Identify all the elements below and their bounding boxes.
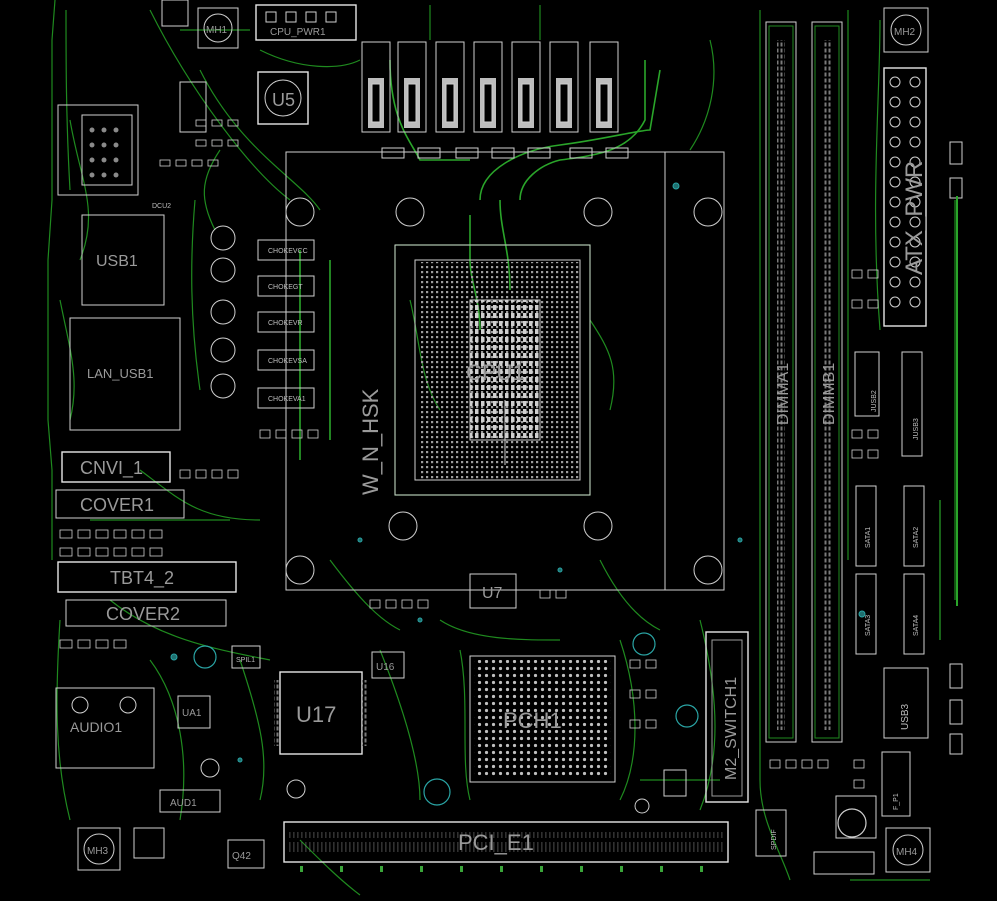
audio1-label: AUDIO1: [70, 719, 122, 735]
mh1-label: MH1: [206, 25, 228, 36]
u16-label: U16: [376, 662, 395, 673]
lan-usb1-connector: LAN_USB1: [69, 317, 181, 431]
cnvi-1-label: CNVI_1: [80, 458, 143, 479]
dimmb1-label: DIMMB1: [821, 363, 838, 425]
tbt4-2-connector: TBT4_2: [57, 561, 237, 593]
chokegt-label: CHOKEGT: [268, 284, 303, 291]
lan-usb1-label: LAN_USB1: [87, 366, 153, 381]
vrm-mosfets: [361, 41, 619, 133]
cover1-connector: COVER1: [55, 489, 185, 519]
aud1-label: AUD1: [170, 798, 197, 809]
cpu-pwr1-connector: CPU_PWR1: [255, 4, 357, 41]
q42-label: Q42: [232, 851, 251, 862]
cpu1-label: CPU1: [466, 360, 525, 385]
usb1-label: USB1: [96, 253, 138, 270]
sata4-label: SATA4: [913, 615, 920, 636]
right-headers: [854, 351, 929, 817]
vias: [170, 182, 866, 763]
misc-ics: [133, 0, 877, 875]
mount-hole-mh4: MH4: [885, 827, 931, 873]
choke-column: CHOKEVCC CHOKEGT CHOKEVR CHOKEVSA CHOKEV…: [210, 225, 315, 409]
chokevsa-label: CHOKEVSA: [268, 358, 307, 365]
m2-switch1-label: M2_SWITCH1: [723, 677, 740, 780]
mount-hole-mh3: MH3: [77, 827, 121, 871]
cpu-socket: CPU1 W_N_HSK: [285, 151, 725, 591]
cnvi-1-connector: CNVI_1: [61, 451, 171, 483]
sata2-label: SATA2: [913, 527, 920, 548]
bulk-capacitors: [193, 632, 867, 838]
pci-e1-label: PCI_E1: [458, 830, 534, 855]
u17-chip: U17: [274, 671, 368, 755]
usb1-connector: USB1: [81, 214, 165, 306]
mount-hole-mh1: MH1: [197, 7, 239, 49]
spil1-label: SPIL1: [236, 657, 255, 664]
u7-label: U7: [482, 585, 503, 602]
dimm-slot-b1: DIMMB1: [811, 21, 843, 743]
mh3-label: MH3: [87, 846, 109, 857]
chokeva1-label: CHOKEVA1: [268, 396, 306, 403]
jusb3-label: JUSB3: [913, 418, 920, 440]
cover2-label: COVER2: [106, 604, 180, 624]
tbt4-2-label: TBT4_2: [110, 568, 174, 589]
ua1-label: UA1: [182, 708, 202, 719]
mh4-label: MH4: [896, 847, 918, 858]
u5-chip: U5: [257, 71, 309, 125]
dcu2-label: DCU2: [152, 203, 171, 210]
far-right-pins: [949, 141, 963, 755]
dimm-slot-a1: DIMMA1: [765, 21, 797, 743]
pch1-label: PCH1: [503, 708, 562, 733]
jusb2-label: JUSB2: [871, 390, 878, 412]
mount-hole-mh2: MH2: [883, 7, 929, 53]
vrm-mosfet-cores: [371, 83, 609, 123]
cover2-connector: COVER2: [65, 599, 227, 627]
vrm-caps-row: [381, 147, 629, 159]
sata1-label: SATA1: [865, 527, 872, 548]
mh2-label: MH2: [894, 27, 916, 38]
chokevr-label: CHOKEVR: [268, 320, 303, 327]
dimma1-label: DIMMA1: [775, 363, 792, 425]
pcie-slot: PCI_E1: [283, 821, 729, 872]
passive-clusters: [59, 119, 879, 789]
u5-label: U5: [272, 90, 295, 110]
pch-chip: PCH1: [469, 655, 616, 783]
fp1-label: F_P1: [893, 793, 900, 810]
w-n-hsk-label: W_N_HSK: [358, 388, 383, 495]
atx-pwr-label: ATX_PWR: [901, 161, 928, 275]
m2-switch1: M2_SWITCH1: [705, 631, 749, 803]
atx-power-connector: ATX_PWR: [883, 67, 928, 327]
vga-connector: [57, 104, 139, 196]
sata3-label: SATA3: [865, 615, 872, 636]
spdif-label: SPDIF: [771, 829, 778, 850]
cover1-label: COVER1: [80, 495, 154, 515]
usb3-label: USB3: [900, 703, 911, 730]
cpu-pwr1-label: CPU_PWR1: [270, 27, 326, 38]
chokevcc-label: CHOKEVCC: [268, 248, 308, 255]
u17-label: U17: [296, 702, 336, 727]
audio1-connector: AUDIO1: [55, 687, 155, 769]
